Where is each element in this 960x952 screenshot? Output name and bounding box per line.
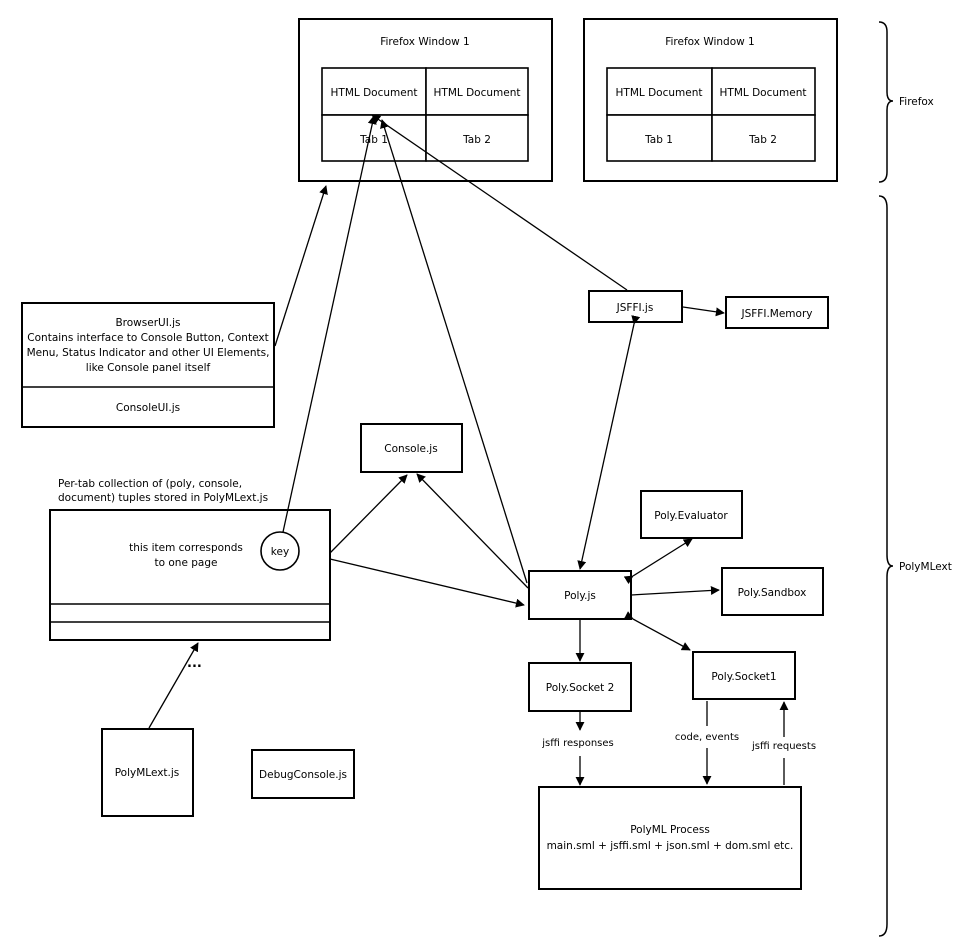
firefox-brace-label: Firefox [899, 96, 934, 108]
collection-caption-line-2: document) tuples stored in PolyMLext.js [58, 492, 268, 504]
edge-key-to-tab1 [282, 115, 377, 533]
collection-caption-line-1: Per-tab collection of (poly, console, [58, 478, 242, 490]
window1-tab1-label: Tab 1 [359, 134, 388, 146]
poly-sandbox-label: Poly.Sandbox [738, 587, 807, 599]
debug-console-label: DebugConsole.js [259, 769, 347, 781]
polymlext-js-label: PolyMLext.js [115, 767, 180, 779]
key-label: key [271, 546, 289, 558]
jsffi-responses-label: jsffi responses [541, 738, 613, 749]
edge-jsffi-to-memory [682, 306, 725, 317]
edge-polyjs-to-console [416, 473, 529, 589]
browserui-title: BrowserUI.js [115, 317, 180, 329]
window2-html-document-2 [711, 67, 816, 116]
window2-doc1-label: HTML Document [616, 87, 703, 99]
browserui-desc-line-1: Contains interface to Console Button, Co… [27, 332, 268, 344]
jsffi-requests-label: jsffi requests [751, 741, 816, 752]
edge-polyjs-to-sandbox [630, 585, 720, 596]
poly-socket2-label: Poly.Socket 2 [546, 682, 615, 694]
per-tab-collection: this item corresponds to one page key [49, 509, 331, 641]
window1-tab2-label: Tab 2 [462, 134, 491, 146]
firefox-brace [878, 21, 894, 183]
code-events-label: code, events [675, 732, 739, 743]
window2-tab-2 [711, 114, 816, 162]
poly-socket1-label: Poly.Socket1 [711, 671, 776, 683]
polymlext-js-box [101, 728, 194, 817]
window2-tab2-label: Tab 2 [748, 134, 777, 146]
firefox-window-1: Firefox Window 1 HTML Document HTML Docu… [298, 18, 553, 182]
collection-item-line-2: to one page [155, 557, 218, 569]
edge-collection-to-console [329, 474, 408, 554]
poly-socket1-box [692, 651, 796, 700]
browserui-desc-line-3: like Console panel itself [86, 362, 211, 374]
key-circle [260, 531, 300, 571]
window2-doc2-label: HTML Document [720, 87, 807, 99]
window2-tab1-label: Tab 1 [644, 134, 673, 146]
console-js-label: Console.js [384, 443, 437, 455]
edge-browserui-to-window [274, 185, 328, 347]
browserui-desc-line-2: Menu, Status Indicator and other UI Elem… [27, 347, 270, 359]
edge-polymlext-to-collection [148, 642, 199, 729]
edge-collection-to-polyjs [329, 558, 525, 608]
jsffi-label: JSFFI.js [616, 302, 654, 314]
jsffi-memory-label: JSFFI.Memory [741, 308, 813, 320]
collection-item-line-1: this item corresponds [129, 542, 243, 554]
edge-polyjs-to-tab1 [380, 119, 528, 584]
window1-doc1-label: HTML Document [331, 87, 418, 99]
edge-polyjs-socket1 [623, 611, 691, 651]
window2-tab-1 [606, 114, 713, 162]
firefox-window-2: Firefox Window 1 HTML Document HTML Docu… [583, 18, 838, 182]
debug-console-box [251, 749, 355, 799]
firefox-window-2-title: Firefox Window 1 [665, 36, 755, 48]
poly-sandbox-box [721, 567, 824, 616]
edge-polyjs-evaluator [623, 538, 693, 585]
poly-socket2-box [528, 662, 632, 712]
window1-html-document-1 [321, 67, 427, 116]
collection-ellipsis: ... [187, 656, 202, 671]
window1-doc2-label: HTML Document [434, 87, 521, 99]
browserui-frame [21, 302, 275, 428]
polyml-process-files: main.sml + jsffi.sml + json.sml + dom.sm… [547, 840, 794, 852]
firefox-window-1-title: Firefox Window 1 [380, 36, 470, 48]
window1-tab-2 [425, 114, 529, 162]
console-js-box [360, 423, 463, 473]
consoleui-label: ConsoleUI.js [116, 402, 180, 414]
collection-frame [49, 509, 331, 641]
edge-jsffi-polyjs [577, 315, 641, 570]
poly-evaluator-box [640, 490, 743, 539]
polyml-process-box [538, 786, 802, 890]
polymlext-brace-label: PolyMLext [899, 561, 952, 573]
polymlext-brace [878, 195, 894, 937]
polyml-process-title: PolyML Process [630, 824, 710, 836]
jsffi-memory-box [725, 296, 829, 329]
poly-evaluator-label: Poly.Evaluator [654, 510, 728, 522]
edge-jsffi-to-tab1 [371, 114, 628, 291]
poly-js-label: Poly.js [564, 590, 596, 602]
browserui-box: BrowserUI.js Contains interface to Conso… [21, 302, 275, 428]
poly-js-box [528, 570, 632, 620]
